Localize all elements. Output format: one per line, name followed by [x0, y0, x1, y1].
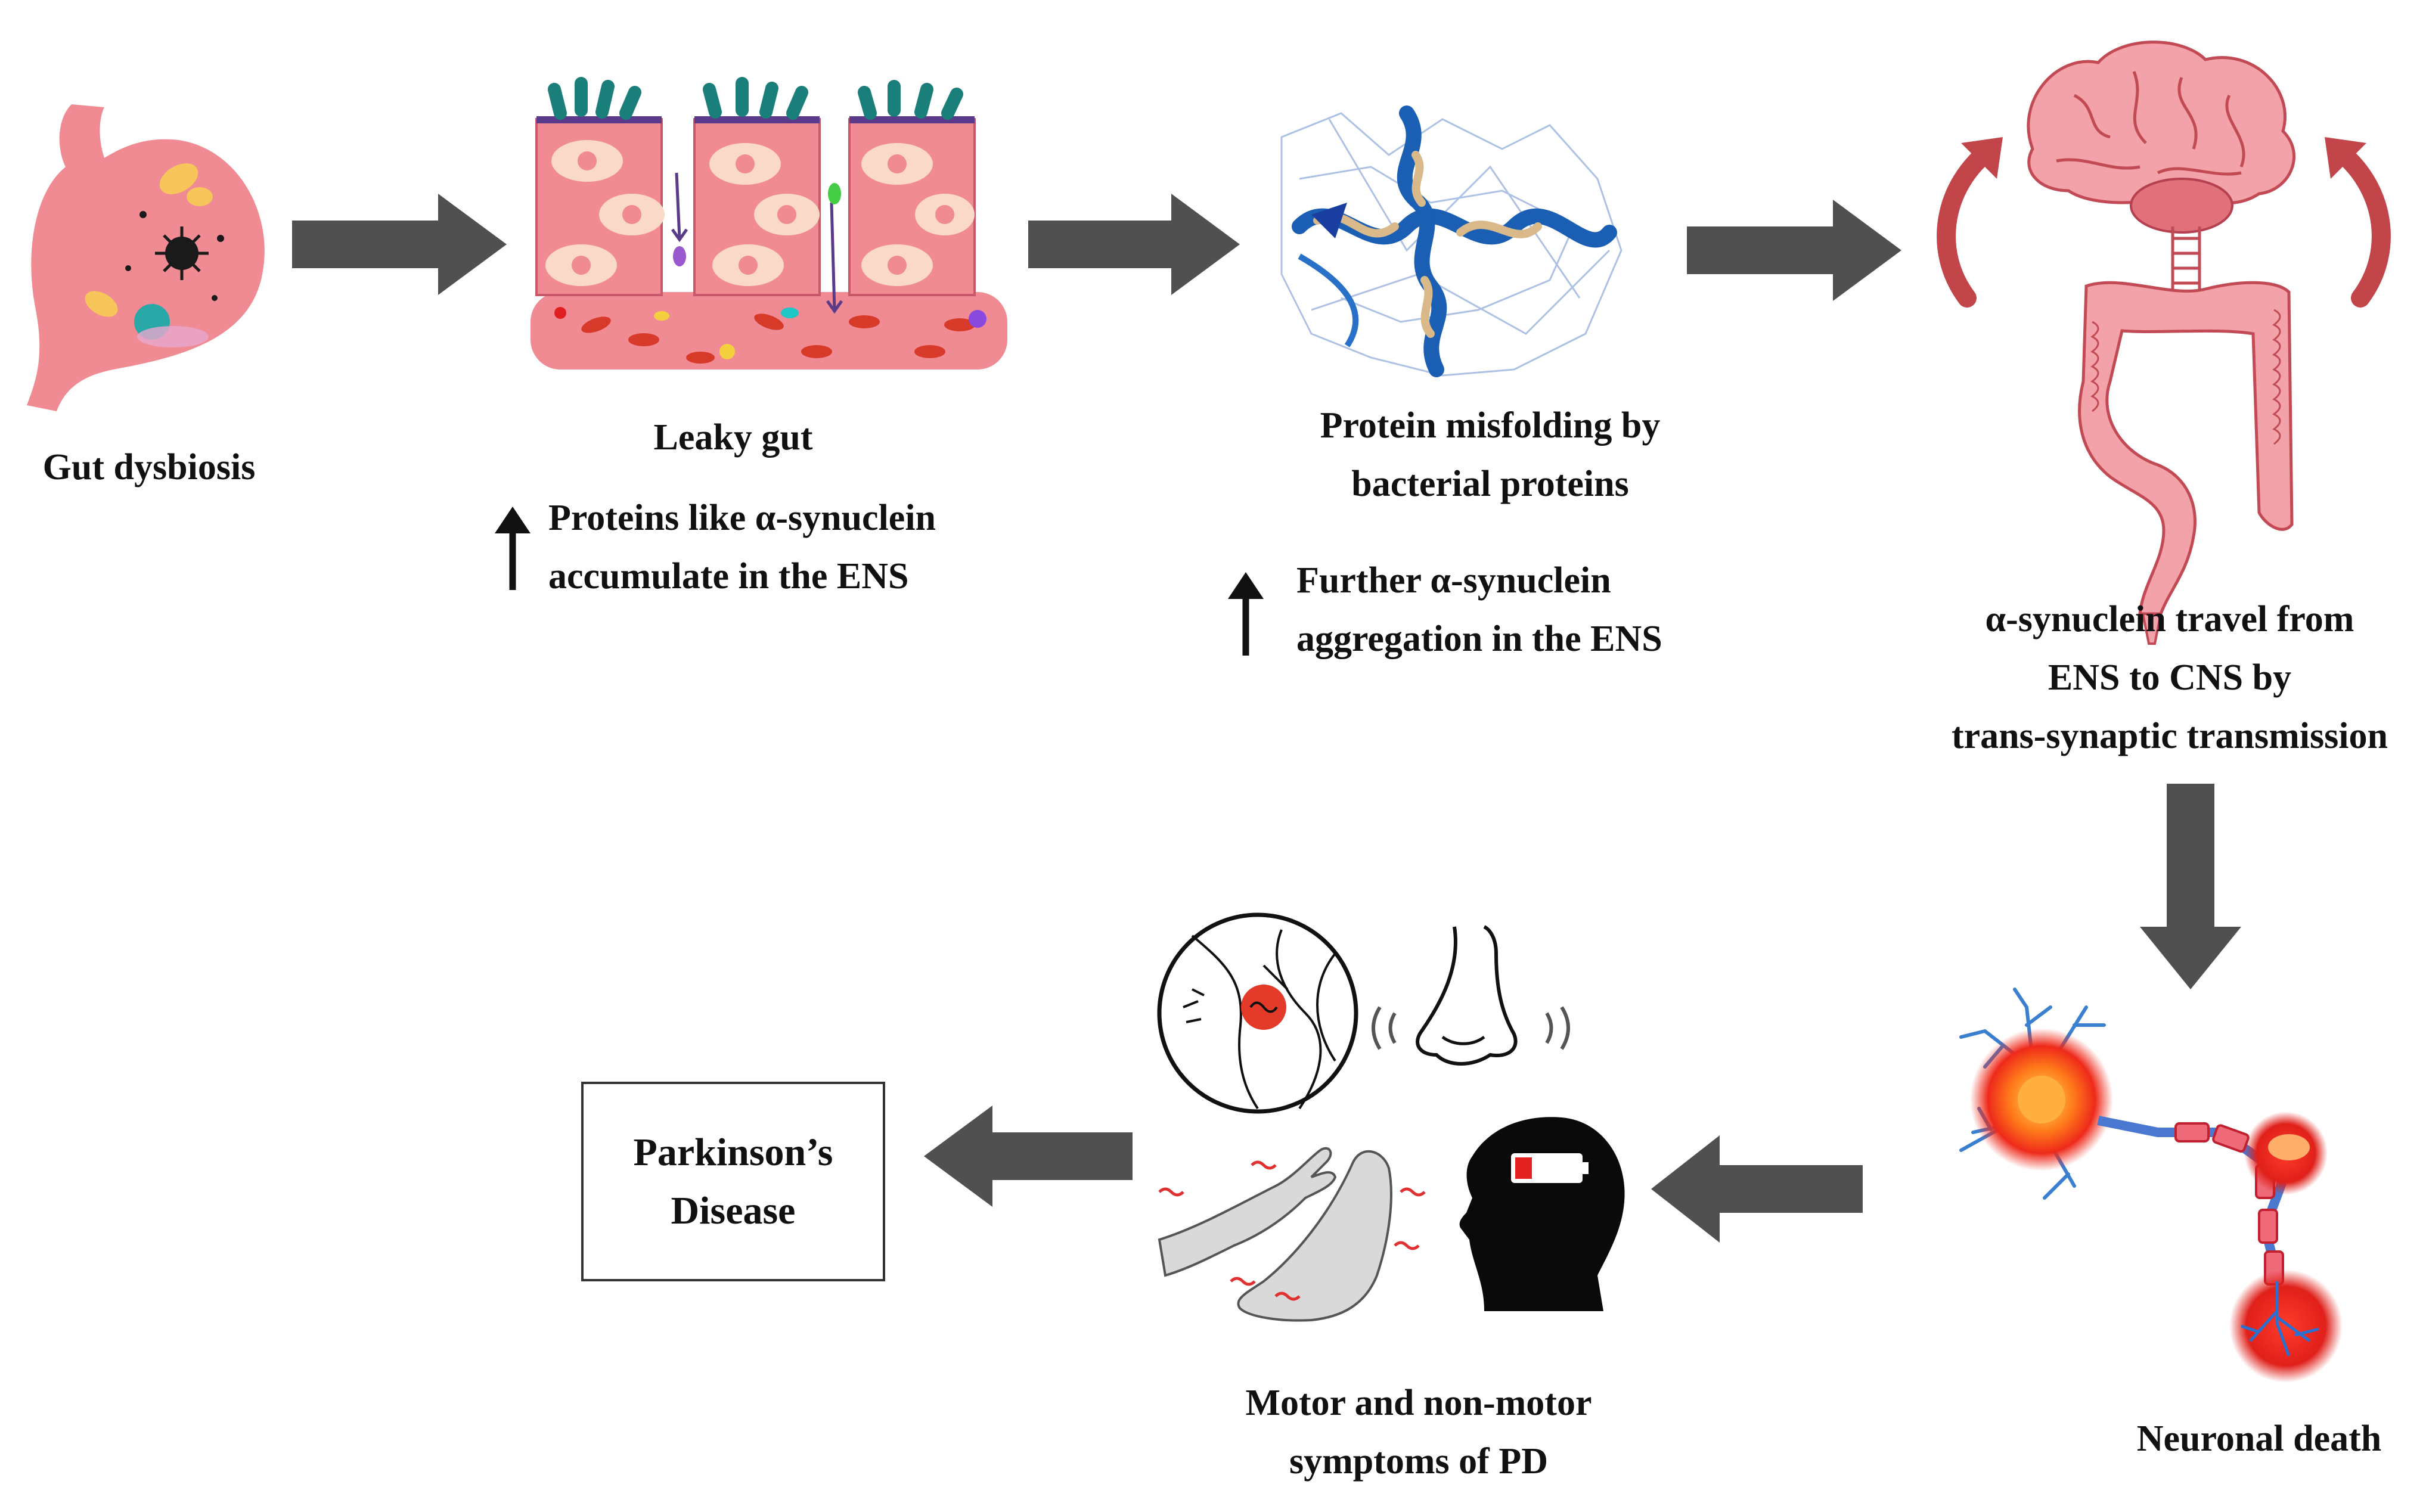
- label-neuronal-death-text: Neuronal death: [2136, 1418, 2382, 1459]
- increase-arrow-icon-2: [1228, 572, 1264, 656]
- intestinal-barrier-icon: [531, 77, 1007, 370]
- box-line: Disease: [671, 1188, 796, 1232]
- flow-arrow-left-1: [1651, 1135, 1863, 1243]
- label-trans-synaptic-transmission: α-synuclein travel from ENS to CNS by tr…: [1919, 590, 2420, 765]
- label-line: symptoms of PD: [1289, 1441, 1548, 1482]
- label-protein-misfolding: Protein misfolding by bacterial proteins: [1252, 396, 1729, 513]
- flow-arrow-2: [1028, 194, 1240, 295]
- label-line: ENS to CNS by: [2047, 657, 2292, 698]
- low-energy-head-icon: [1459, 1117, 1625, 1311]
- brain-gut-axis-icon: [1937, 41, 2391, 645]
- knee-pain-icon: [1157, 912, 1358, 1114]
- note-protein-accumulation: Proteins like α-synuclein accumulate in …: [548, 489, 936, 606]
- nose-smell-icon: [1372, 925, 1570, 1066]
- increase-arrow-icon-1: [495, 507, 531, 590]
- note-line: aggregation in the ENS: [1296, 619, 1662, 659]
- note-line: Proteins like α-synuclein: [548, 498, 936, 538]
- tremor-hand-foot-icon: [1158, 1147, 1426, 1322]
- label-line: trans-synaptic transmission: [1951, 716, 2388, 756]
- flow-arrow-1: [292, 194, 507, 295]
- parkinsons-disease-box: Parkinson’s Disease: [581, 1082, 885, 1281]
- protein-structure-icon: [1280, 105, 1622, 377]
- label-line: Motor and non-motor: [1245, 1383, 1592, 1423]
- stomach-icon: [27, 104, 265, 411]
- flow-arrow-3: [1687, 200, 1901, 301]
- label-leaky-gut-text: Leaky gut: [653, 417, 813, 458]
- flow-arrow-left-2: [924, 1106, 1133, 1207]
- label-gut-dysbiosis: Gut dysbiosis: [18, 438, 280, 496]
- flow-arrow-down: [2140, 784, 2241, 989]
- note-further-aggregation: Further α-synuclein aggregation in the E…: [1296, 551, 1662, 668]
- label-line: bacterial proteins: [1351, 464, 1629, 504]
- neuron-icon: [1959, 988, 2343, 1383]
- label-line: α-synuclein travel from: [1985, 599, 2354, 639]
- label-neuronal-death: Neuronal death: [2110, 1409, 2408, 1468]
- label-line: Protein misfolding by: [1320, 405, 1661, 446]
- note-line: Further α-synuclein: [1296, 560, 1611, 601]
- label-leaky-gut: Leaky gut: [620, 408, 846, 467]
- box-line: Parkinson’s: [633, 1130, 833, 1174]
- label-gut-dysbiosis-text: Gut dysbiosis: [42, 447, 256, 488]
- note-line: accumulate in the ENS: [548, 556, 909, 597]
- label-symptoms-of-pd: Motor and non-motor symptoms of PD: [1180, 1374, 1657, 1491]
